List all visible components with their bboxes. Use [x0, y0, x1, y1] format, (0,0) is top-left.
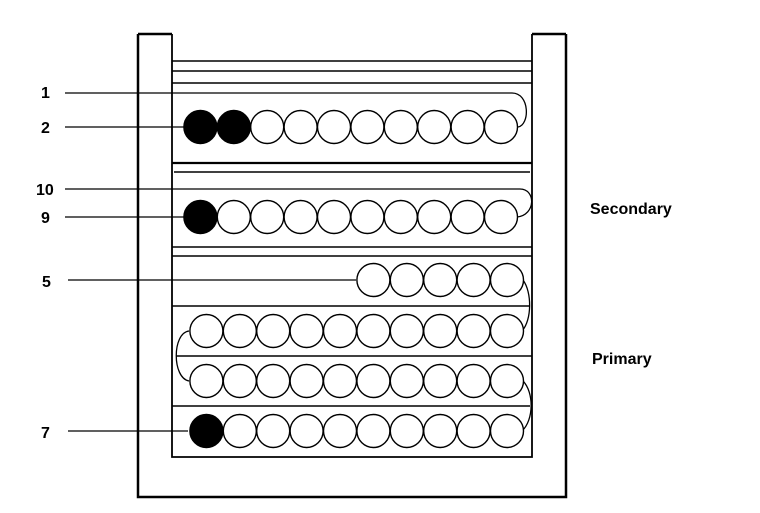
label-2: 2 [41, 120, 50, 137]
bead-empty [389, 363, 424, 399]
label-10: 10 [36, 182, 54, 199]
bead-empty [283, 199, 318, 235]
bead-empty [483, 199, 519, 235]
bead-empty [256, 363, 291, 399]
bead-empty [456, 413, 491, 449]
bead-empty [322, 313, 358, 349]
bead-empty [316, 199, 352, 235]
bead-empty [350, 109, 385, 145]
bead-empty [489, 313, 525, 349]
wire-1 [65, 92, 527, 128]
row-9 [183, 199, 519, 235]
bead-empty [322, 363, 358, 399]
bead-empty [256, 413, 291, 449]
primary-link-right-1 [521, 279, 531, 332]
label-secondary: Secondary [590, 201, 672, 218]
wire-10 [65, 188, 533, 218]
shelf-lines [172, 60, 532, 407]
bead-filled [183, 199, 218, 235]
row-2 [183, 109, 519, 145]
bead-empty [450, 109, 485, 145]
bead-filled [189, 413, 224, 449]
bead-empty [356, 262, 391, 298]
row-7 [189, 413, 525, 449]
bead-empty [423, 313, 458, 349]
bead-empty [289, 313, 324, 349]
bead-empty [222, 363, 258, 399]
row-primary-b [189, 363, 525, 399]
bead-empty [216, 199, 252, 235]
label-5: 5 [42, 274, 51, 291]
bead-empty [350, 199, 385, 235]
bead-empty [256, 313, 291, 349]
bead-empty [456, 313, 491, 349]
bead-empty [489, 413, 525, 449]
bead-empty [423, 413, 458, 449]
bead-empty [423, 262, 458, 298]
bead-empty [450, 199, 485, 235]
bead-empty [456, 363, 491, 399]
beads [183, 109, 525, 449]
inner-wall [171, 34, 533, 458]
bead-empty [489, 363, 525, 399]
bead-empty [250, 199, 285, 235]
bead-empty [456, 262, 491, 298]
bead-filled [183, 109, 218, 145]
labels: 1 2 10 9 5 7 Secondary Primary [36, 85, 672, 442]
bead-empty [316, 109, 352, 145]
bead-empty [417, 199, 452, 235]
bead-empty [356, 413, 391, 449]
label-9: 9 [41, 210, 50, 227]
container-frame [136, 32, 568, 499]
bead-empty [222, 313, 258, 349]
bead-empty [322, 413, 358, 449]
bead-empty [289, 413, 324, 449]
wires [65, 92, 533, 432]
bead-empty [483, 109, 519, 145]
bead-empty [383, 199, 418, 235]
label-1: 1 [41, 85, 50, 102]
bead-empty [289, 363, 324, 399]
bead-empty [189, 313, 224, 349]
bead-empty [489, 262, 525, 298]
bead-empty [389, 262, 424, 298]
bead-empty [222, 413, 258, 449]
bead-empty [250, 109, 285, 145]
bead-empty [189, 363, 224, 399]
bead-empty [383, 109, 418, 145]
bead-filled [216, 109, 252, 145]
label-primary: Primary [592, 351, 652, 368]
label-7: 7 [41, 425, 50, 442]
bead-empty [356, 363, 391, 399]
bead-empty [389, 413, 424, 449]
primary-link-left [175, 330, 190, 382]
row-primary-a [189, 313, 525, 349]
primary-link-right-2 [521, 380, 532, 432]
bead-empty [356, 313, 391, 349]
bead-empty [283, 109, 318, 145]
bead-empty [423, 363, 458, 399]
outer-wall [136, 34, 568, 499]
row-5 [356, 262, 525, 298]
bead-empty [389, 313, 424, 349]
bead-empty [417, 109, 452, 145]
